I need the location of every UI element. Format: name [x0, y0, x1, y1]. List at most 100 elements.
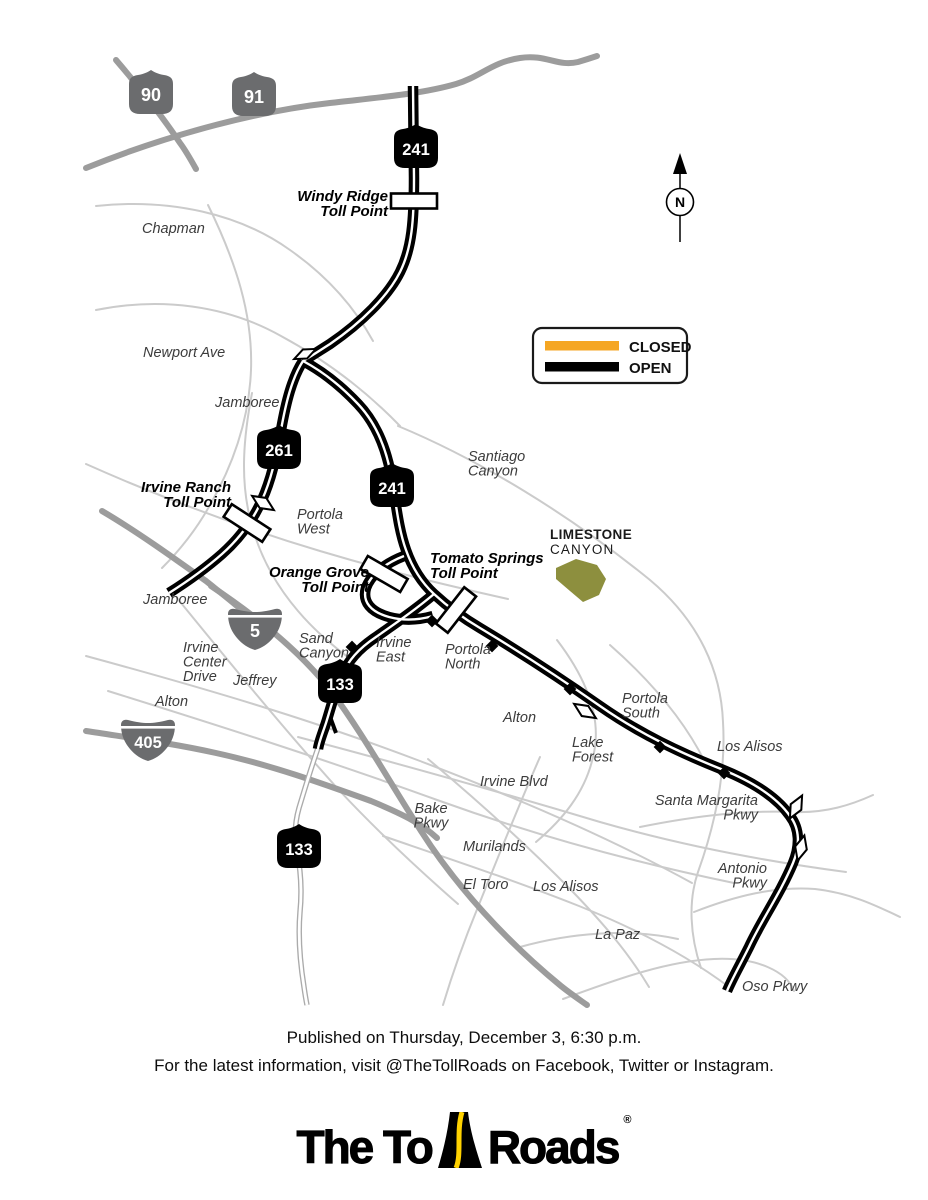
- logo-road-icon: [437, 1112, 482, 1168]
- road-133-laguna-canyon-centerline: [293, 747, 320, 1006]
- map-graphic: Toll Point: [430, 565, 499, 582]
- shield-shape-icon: [370, 463, 414, 507]
- shield-number: 133: [285, 841, 313, 859]
- map-graphic: Irvine Ranch: [141, 479, 231, 496]
- map-graphic: Irvine: [376, 635, 411, 651]
- shield-shape-icon: [228, 608, 282, 650]
- interchange-diamond: [788, 793, 804, 821]
- map-graphic: Orange Grove: [269, 564, 369, 581]
- shield-number: 405: [134, 734, 162, 752]
- road-133-ramp-stub: [327, 713, 338, 734]
- road-los-alisos: [382, 835, 730, 988]
- map-graphic: Center: [183, 655, 228, 671]
- map-graphic: El Toro: [463, 877, 508, 893]
- map-graphic: Antonio: [717, 861, 767, 877]
- route-shield-133: 133: [318, 659, 362, 703]
- shield-shape-icon: [394, 124, 438, 168]
- map-graphic: Portola: [445, 642, 491, 658]
- place-label: Irvine Blvd: [480, 774, 549, 790]
- place-label: Alton: [502, 710, 536, 726]
- road-portola-cross: [85, 463, 509, 600]
- interchange-diamond: [291, 347, 319, 361]
- shield-shape-icon: [257, 425, 301, 469]
- the-toll-roads-logo: The To Roads ®: [0, 1112, 928, 1173]
- map-graphic: Los Alisos: [533, 879, 599, 895]
- map-graphic: Pkwy: [414, 816, 449, 832]
- toll-gantry-marker: [221, 502, 273, 544]
- toll-gantry-marker: [389, 192, 439, 210]
- logo-text-prefix: The To: [296, 1121, 434, 1173]
- shield-shape-icon: [129, 70, 173, 114]
- map-graphic: Oso Pkwy: [742, 979, 808, 995]
- place-label: Los Alisos: [717, 739, 783, 755]
- road-chapman: [95, 203, 374, 342]
- map-graphic: Drive: [183, 669, 217, 685]
- road-irvine-center-drive: [85, 655, 693, 884]
- map-graphic: Los Alisos: [717, 739, 783, 755]
- registered-trademark-symbol: ®: [623, 1114, 632, 1126]
- route-shield-133: 133: [277, 824, 321, 868]
- map-graphic: Chapman: [142, 221, 205, 237]
- place-label: Jeffrey: [232, 673, 277, 689]
- map-graphic: Santiago: [468, 449, 525, 465]
- legend-swatch-closed: [545, 341, 619, 351]
- route-shield-241: 241: [394, 124, 438, 168]
- north-arrow-icon: [673, 153, 687, 174]
- shield-shape-icon: [232, 72, 276, 116]
- shield-number: 5: [250, 621, 260, 641]
- map-graphic: South: [622, 706, 660, 722]
- limestone-canyon-area: [556, 559, 606, 602]
- road-el-toro: [427, 758, 650, 988]
- route-shield-5: 5: [228, 608, 282, 650]
- map-graphic: Pkwy: [732, 876, 767, 892]
- map-graphic: Canyon: [468, 464, 518, 480]
- road-241-north: [300, 85, 420, 366]
- place-label: La Paz: [595, 927, 641, 943]
- map-graphic: Irvine Blvd: [480, 774, 549, 790]
- road-chapman-south: [95, 303, 401, 427]
- route-shield-261: 261: [257, 425, 301, 469]
- area-label: CANYON: [550, 542, 614, 557]
- logo-text-suffix: Roads: [487, 1121, 621, 1173]
- map-graphic: Jamboree: [142, 592, 207, 608]
- map-graphic: Portola: [297, 507, 343, 523]
- interchange-diamond: [250, 494, 276, 512]
- map-graphic: Alton: [502, 710, 536, 726]
- map-graphic: Windy Ridge: [297, 188, 388, 205]
- legend-label-closed: CLOSED: [629, 339, 692, 356]
- shield-divider: [121, 726, 175, 729]
- road-jamboree-local: [242, 392, 354, 662]
- road-91-freeway: [83, 53, 600, 171]
- legend-label-open: OPEN: [629, 360, 672, 377]
- road-jeffrey: [176, 597, 459, 905]
- place-label: Murilands: [463, 839, 526, 855]
- map-graphic: Canyon: [299, 646, 349, 662]
- map-graphic: Tomato Springs: [430, 550, 544, 567]
- map-graphic: East: [376, 650, 406, 666]
- route-shield-91: 91: [232, 72, 276, 116]
- place-label: Jamboree: [142, 592, 207, 608]
- map-graphic: Portola: [622, 691, 668, 707]
- map-graphic: Murilands: [463, 839, 526, 855]
- compass-n-label: N: [675, 194, 685, 210]
- map-graphic: Newport Ave: [143, 345, 225, 361]
- centerline-241-north: [302, 85, 416, 363]
- place-label: Alton: [154, 694, 188, 710]
- shield-number: 90: [141, 85, 161, 105]
- area-label: LIMESTONE: [550, 527, 632, 542]
- road-alton: [107, 690, 735, 884]
